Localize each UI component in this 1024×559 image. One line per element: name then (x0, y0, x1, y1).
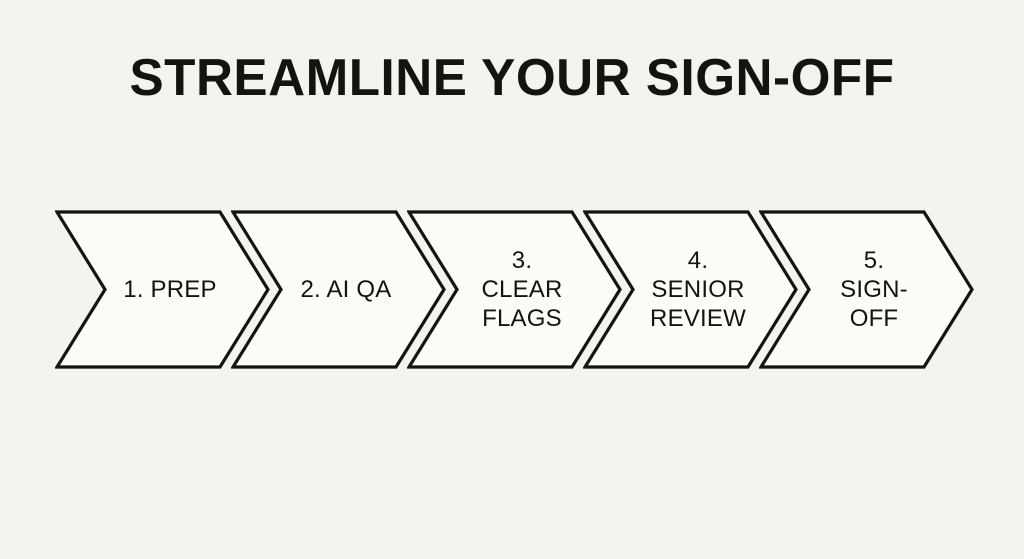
chevron-shape-icon (583, 210, 798, 369)
chevron-shape-icon (759, 210, 974, 369)
chevron-shape-icon (231, 210, 446, 369)
page-title: STREAMLINE YOUR SIGN-OFF (129, 49, 895, 107)
process-flow-diagram: 1. PREP 2. AI QA 3. CLEAR FLAGS (0, 208, 1024, 374)
process-step-5[interactable]: 5. SIGN- OFF (759, 208, 974, 371)
chevron-shape-icon (55, 210, 270, 369)
chevron-shape-icon (407, 210, 622, 369)
